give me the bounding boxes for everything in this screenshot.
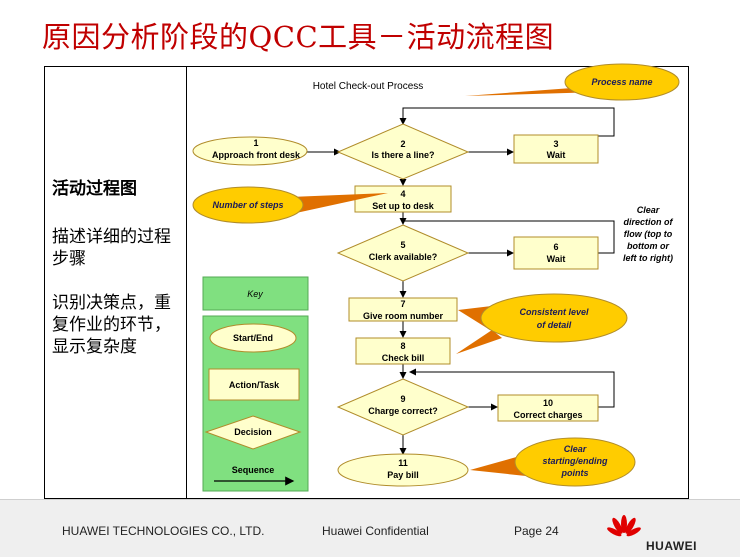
huawei-brand-text: HUAWEI	[646, 539, 697, 553]
callout-clear-points-line-1: Clear	[564, 444, 587, 454]
key-start-end-label: Start/End	[233, 333, 273, 343]
direction-note-line-2: direction of	[624, 217, 674, 227]
step-3-number: 3	[553, 139, 558, 149]
step-7-number: 7	[400, 299, 405, 309]
footer-page-number: Page 24	[514, 524, 559, 538]
key-action-label: Action/Task	[229, 380, 280, 390]
key-header-box	[202, 276, 309, 311]
action-box-check-bill	[355, 337, 451, 365]
huawei-petal-icon	[607, 515, 641, 537]
callout-tail-number-of-steps	[290, 193, 388, 213]
callout-clear-points-line-3: points	[561, 468, 589, 478]
diagram-title: Hotel Check-out Process	[313, 81, 424, 92]
step-7-label: Give room number	[363, 311, 444, 321]
connector-lines	[307, 107, 615, 455]
callout-process-name-text: Process name	[591, 77, 652, 87]
slide-title: 原因分析阶段的QCC工具－活动流程图	[42, 20, 555, 54]
direction-note-line-3: flow (top to	[624, 229, 673, 239]
action-box-set-up-to-desk	[354, 185, 452, 213]
callout-number-of-steps	[192, 186, 304, 224]
callout-clear-points-line-2: starting/ending	[543, 456, 609, 466]
step-9-number: 9	[400, 394, 405, 404]
key-decision-diamond	[204, 415, 302, 450]
start-oval-approach-front-desk	[192, 136, 308, 166]
step-11-number: 11	[398, 458, 408, 468]
step-2-number: 2	[400, 139, 405, 149]
action-box-give-room-number	[348, 297, 458, 322]
end-oval-pay-bill	[337, 453, 469, 487]
decision-clerk-available	[336, 224, 470, 282]
key-decision-label: Decision	[234, 427, 272, 437]
direction-note-line-5: left to right)	[623, 253, 673, 263]
footer-confidential: Huawei Confidential	[322, 524, 429, 538]
key-start-end-oval	[209, 323, 297, 353]
step-2-label: Is there a line?	[371, 150, 434, 160]
callout-consistent-level	[480, 293, 628, 343]
key-action-box	[208, 368, 300, 401]
step-5-number: 5	[400, 240, 405, 250]
callout-process-name	[564, 63, 680, 101]
step-11-label: Pay bill	[387, 470, 419, 480]
step-6-label: Wait	[547, 254, 566, 264]
step-1-number: 1	[253, 138, 258, 148]
callout-tail-clear-points	[470, 456, 526, 476]
left-panel-heading: 活动过程图	[52, 179, 137, 199]
decision-charge-correct	[336, 378, 470, 436]
left-panel: 活动过程图 描述详细的过程步骤 识别决策点，重复作业的环节，显示复杂度	[44, 66, 187, 498]
left-panel-paragraph-1: 描述详细的过程步骤	[52, 227, 171, 269]
step-4-label: Set up to desk	[372, 201, 435, 211]
action-box-correct-charges	[497, 394, 599, 422]
step-3-label: Wait	[547, 150, 566, 160]
step-10-label: Correct charges	[513, 410, 582, 420]
step-8-label: Check bill	[382, 353, 425, 363]
left-panel-paragraph-2: 识别决策点，重复作业的环节，显示复杂度	[52, 293, 171, 357]
key-title: Key	[247, 289, 263, 299]
step-8-number: 8	[400, 341, 405, 351]
action-box-wait-3	[513, 134, 599, 164]
step-1-label: Approach front desk	[212, 150, 301, 160]
step-4-number: 4	[400, 189, 405, 199]
step-6-number: 6	[553, 242, 558, 252]
footer-bar: HUAWEI TECHNOLOGIES CO., LTD. Huawei Con…	[0, 499, 740, 557]
callout-consistent-line-1: Consistent level	[519, 307, 589, 317]
direction-note-line-1: Clear	[637, 205, 660, 215]
key-sequence-label: Sequence	[232, 465, 275, 475]
callout-consistent-line-2: of detail	[537, 320, 572, 330]
callout-tail-process-name	[465, 88, 600, 96]
callout-tail-consistent-lower	[456, 330, 502, 354]
huawei-logo: HUAWEI	[606, 515, 726, 553]
step-10-number: 10	[543, 398, 553, 408]
direction-note: Clear direction of flow (top to bottom o…	[623, 205, 674, 263]
decision-is-there-a-line	[336, 123, 470, 180]
direction-note-line-4: bottom or	[627, 241, 669, 251]
callout-number-of-steps-text: Number of steps	[212, 200, 283, 210]
callout-clear-points	[514, 437, 636, 487]
action-box-wait-6	[513, 236, 599, 270]
step-9-label: Charge correct?	[368, 406, 438, 416]
step-5-label: Clerk available?	[369, 252, 438, 262]
footer-company: HUAWEI TECHNOLOGIES CO., LTD.	[62, 524, 265, 538]
